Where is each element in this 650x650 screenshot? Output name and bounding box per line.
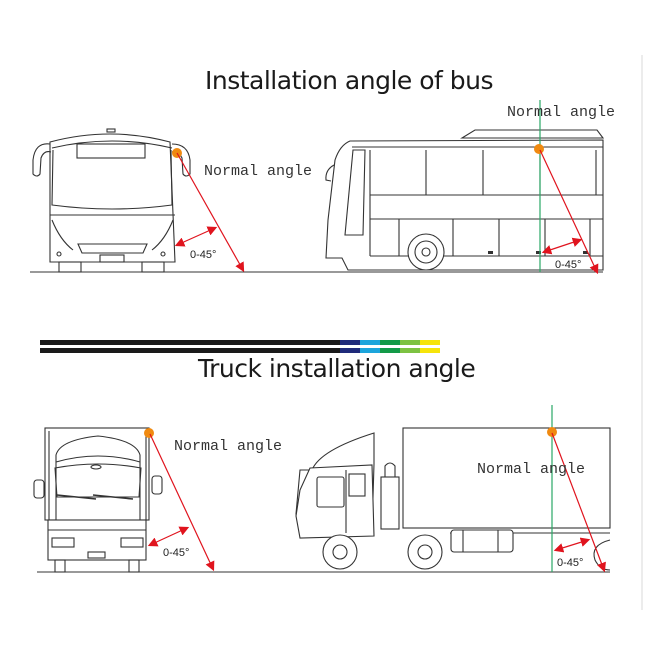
angle-line [551,432,606,573]
bus-side-mirror [325,164,335,182]
truck-front-view: Normal angle 0-45° [33,427,320,573]
truck-windshield [54,463,142,498]
truck-fuel-tank [450,529,514,553]
divider-stripe-1-segment-3 [360,340,380,345]
truck-section-title: Truck installation angle [198,354,476,383]
page-edge-divider [641,55,643,610]
normal-angle-label: Normal angle [204,163,312,180]
divider-stripe-2-segment-2 [340,348,360,353]
normal-angle-label: Normal angle [174,438,282,455]
angle-range-label: 0-45° [190,249,216,261]
divider-stripe-2-segment-3 [360,348,380,353]
truck-bumper [47,519,147,561]
divider-stripe-2-segment-6 [420,348,440,353]
camera-dot [144,428,154,438]
angle-arrow [147,526,190,547]
bus-front-body [49,133,176,263]
angle-arrow [174,226,218,247]
truck-right-mirror [151,475,163,495]
divider-stripe-1-segment-2 [340,340,360,345]
divider-stripe-1-segment-5 [400,340,420,345]
normal-angle-label: Normal angle [477,461,585,478]
camera-dot [534,144,544,154]
divider-stripe-2-segment-5 [400,348,420,353]
bus-left-mirror [32,143,52,177]
section-divider [40,340,440,353]
bus-side-body [325,139,604,271]
bus-wheel [407,233,445,271]
bus-front-view: Normal angle 0-45° [30,128,325,273]
angle-line [539,149,599,275]
angle-line [149,433,215,572]
truck-side-view: Normal angle 0-45° [290,405,611,573]
divider-stripe-1-segment-4 [380,340,400,345]
truck-rear-wheel [407,534,443,570]
truck-exhaust-stack [380,476,400,530]
angle-range-label: 0-45° [555,259,581,271]
angle-line [176,152,245,273]
bus-side-view: Normal angle 0-45° [310,100,615,275]
truck-cargo-box [402,427,611,529]
divider-stripe-2-segment-4 [380,348,400,353]
angle-arrow [553,537,591,553]
divider-stripe-2-segment-1 [40,348,340,353]
truck-left-mirror [33,479,45,499]
divider-stripe-1-segment-1 [40,340,340,345]
camera-dot [547,427,557,437]
truck-front-wheel [322,534,358,570]
bus-section-title: Installation angle of bus [205,66,494,95]
truck-cab [55,435,141,521]
normal-angle-label: Normal angle [507,104,615,121]
bus-destination-sign [76,143,146,159]
angle-range-label: 0-45° [163,547,189,559]
angle-range-label: 0-45° [557,557,583,569]
divider-stripe-1-segment-6 [420,340,440,345]
angle-arrow [541,237,583,255]
truck-cab-side [295,464,375,539]
